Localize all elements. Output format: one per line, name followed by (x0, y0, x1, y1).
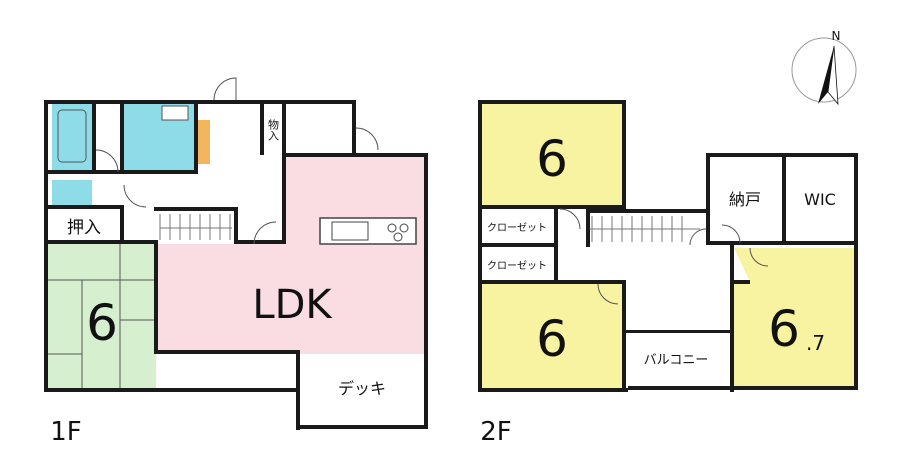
sink (331, 221, 369, 241)
walls-2f (478, 100, 858, 392)
compass-north-label: N (832, 29, 841, 43)
washitsu-size: 6 (86, 294, 118, 352)
washbasin (161, 105, 189, 121)
washitsu-fill (46, 244, 156, 390)
door-swings-2f (559, 208, 769, 305)
second-floor: 6 6 6 .7 クローゼット クローゼット 納戸 WIC バルコニー 2F (478, 100, 858, 447)
closet-2-label: クローゼット (487, 260, 547, 272)
bedroom-right-fill (734, 248, 856, 386)
bedroom-right-size: 6 (768, 300, 800, 358)
ldk-fill (156, 155, 428, 390)
wic-label: WIC (804, 190, 836, 209)
bedroom-top-size: 6 (536, 130, 568, 188)
compass-ring (791, 37, 857, 103)
deck-fill (300, 354, 426, 426)
compass-needle-outline (827, 45, 839, 106)
floor-1-label: 1F (50, 417, 82, 447)
oshiire-label: 押入 (67, 218, 101, 238)
stove-burner (387, 223, 397, 233)
balcony-label: バルコニー (644, 353, 709, 368)
bedroom-top-fill (481, 104, 622, 205)
compass: N (791, 29, 857, 106)
compass-needle-icon (818, 46, 834, 104)
stairs-1f (159, 214, 232, 240)
closet-1-label: クローゼット (487, 222, 547, 234)
bedroom-right-size-suffix: .7 (806, 331, 825, 355)
stove-burner (399, 223, 409, 233)
stair-step-wood (196, 120, 210, 164)
deck-label: デッキ (338, 379, 386, 398)
stove-burner (393, 232, 403, 242)
monoire-label: 物入 (267, 118, 280, 141)
walls-1f (44, 100, 428, 430)
toilet-fill (52, 180, 92, 205)
floor-2-label: 2F (480, 417, 512, 447)
nando-label: 納戸 (729, 190, 761, 209)
tatami-lines (46, 244, 156, 390)
ldk-label: LDK (252, 282, 333, 328)
bedroom-bottom-size: 6 (536, 310, 568, 368)
first-floor: LDK 6 押入 物入 デッキ 1F (44, 77, 428, 447)
stairs-2f (590, 216, 700, 242)
bathtub (57, 109, 87, 163)
bedroom-bottom-fill (481, 284, 622, 388)
door-swings-1f (95, 77, 379, 245)
